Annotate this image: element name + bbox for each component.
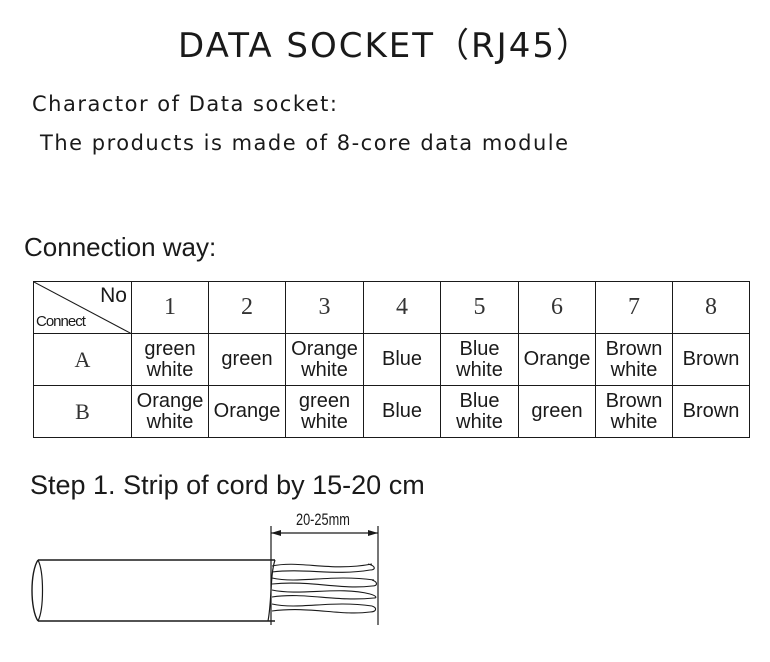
connection-heading: Connection way: [24,232,217,262]
cell-b-2: Orange [208,385,286,438]
row-label-a: A [33,333,132,386]
cable-jacket [38,559,275,622]
dimension-label: 20-25mm [296,510,350,529]
cable-end-left [31,559,39,622]
cell-a-4: Blue [363,333,441,386]
col-header-8: 8 [672,281,750,334]
cell-b-4: Blue [363,385,441,438]
cell-line: green [144,337,196,360]
cell-line: Orange [523,348,591,370]
cell-line: white [301,358,348,381]
cell-b-6: green [518,385,596,438]
col-header-5: 5 [440,281,519,334]
table-header-row: No Connect 1 2 3 4 5 6 7 8 [33,281,750,334]
step-1-text: Step 1. Strip of cord by 15-20 cm [30,470,425,500]
cable-end-inner [37,559,44,622]
cell-b-8: Brown [672,385,750,438]
cell-line: white [610,358,658,381]
cell-line: white [146,358,194,381]
cell-a-8: Brown [672,333,750,386]
cell-line: Blue [459,389,500,412]
col-header-1: 1 [131,281,209,334]
cell-line: white [610,410,658,433]
cell-line: Orange [136,389,204,412]
corner-no-label: No [100,284,127,307]
col-header-2: 2 [208,281,286,334]
col-header-4: 4 [363,281,441,334]
corner-connect-label: Connect [36,313,86,330]
jacket-cut-edge [267,559,276,622]
cell-line: green [298,389,351,412]
intro-line-2: The products is made of 8-core data modu… [40,131,570,155]
arrow-left-icon [271,530,281,536]
intro-line-1: Charactor of Data socket: [32,92,339,116]
cell-line: Brown [605,389,663,412]
cell-line: Blue [381,400,423,422]
cell-a-2: green [208,333,286,386]
col-header-3: 3 [285,281,364,334]
row-label-b: B [33,385,132,438]
cell-line: white [456,410,503,433]
cell-line: Brown [605,337,663,360]
cell-line: white [301,410,348,433]
cable-strip-diagram [31,526,379,625]
arrow-right-icon [368,530,378,536]
diagonal-line [34,282,131,333]
page-title: DATA SOCKET（RJ45） [178,26,592,66]
cell-line: white [146,410,194,433]
cell-line: Brown [682,348,740,370]
cell-line: Brown [682,400,740,422]
cell-line: Blue [381,348,423,370]
col-header-7: 7 [595,281,673,334]
cell-line: green [531,400,583,422]
cell-line: white [456,358,503,381]
corner-cell: No Connect [33,281,132,334]
cell-line: Orange [291,337,358,360]
stripped-wires [271,563,378,614]
cell-line: Orange [213,400,281,422]
cell-a-6: Orange [518,333,596,386]
cell-line: Blue [459,337,500,360]
col-header-6: 6 [518,281,596,334]
cell-line: green [221,348,273,370]
